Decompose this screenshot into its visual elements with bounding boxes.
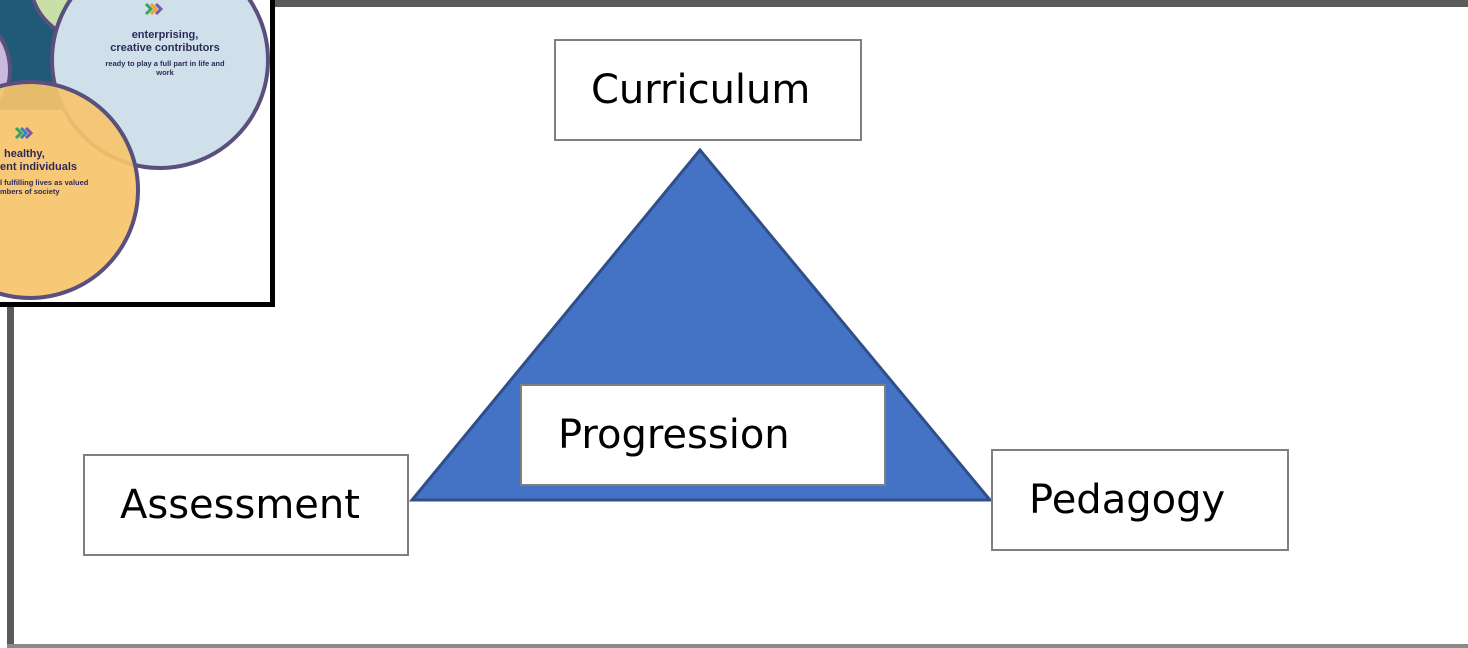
curriculum-box: Curriculum bbox=[554, 39, 862, 141]
progression-label: Progression bbox=[558, 412, 790, 458]
top-circle-sub-line2: work bbox=[156, 67, 174, 77]
bottom-circle-title-line1: healthy, bbox=[4, 148, 45, 160]
chevron-arrows-icon bbox=[144, 2, 164, 16]
pedagogy-label: Pedagogy bbox=[1029, 477, 1226, 523]
assessment-box: Assessment bbox=[83, 454, 409, 556]
frame-bottom-border bbox=[7, 644, 1468, 648]
pedagogy-box: Pedagogy bbox=[991, 449, 1289, 551]
top-circle-sub-line1: ready to play a full part in life and bbox=[105, 59, 225, 69]
frame-top-border bbox=[270, 0, 1468, 7]
chevron-arrows-icon bbox=[14, 126, 34, 140]
bottom-circle-title-line2: ent individuals bbox=[0, 160, 78, 173]
venn-inset-image: enterprising, creative contributors read… bbox=[0, 0, 275, 307]
progression-box: Progression bbox=[520, 384, 886, 486]
bottom-circle-sub-line2: mbers of society bbox=[0, 186, 60, 196]
frame-left-border bbox=[7, 300, 14, 648]
curriculum-label: Curriculum bbox=[591, 67, 811, 113]
venn-circles bbox=[0, 0, 270, 300]
top-circle-title-line1: enterprising, bbox=[131, 29, 199, 41]
assessment-label: Assessment bbox=[120, 482, 360, 528]
top-circle-text: enterprising, creative contributors read… bbox=[70, 29, 260, 78]
bottom-circle-sub-line1: l fulfilling lives as valued bbox=[0, 178, 89, 188]
top-circle-title-line2: creative contributors bbox=[110, 41, 220, 54]
bottom-circle-text: healthy, ent individuals l fulfilling li… bbox=[0, 148, 120, 197]
